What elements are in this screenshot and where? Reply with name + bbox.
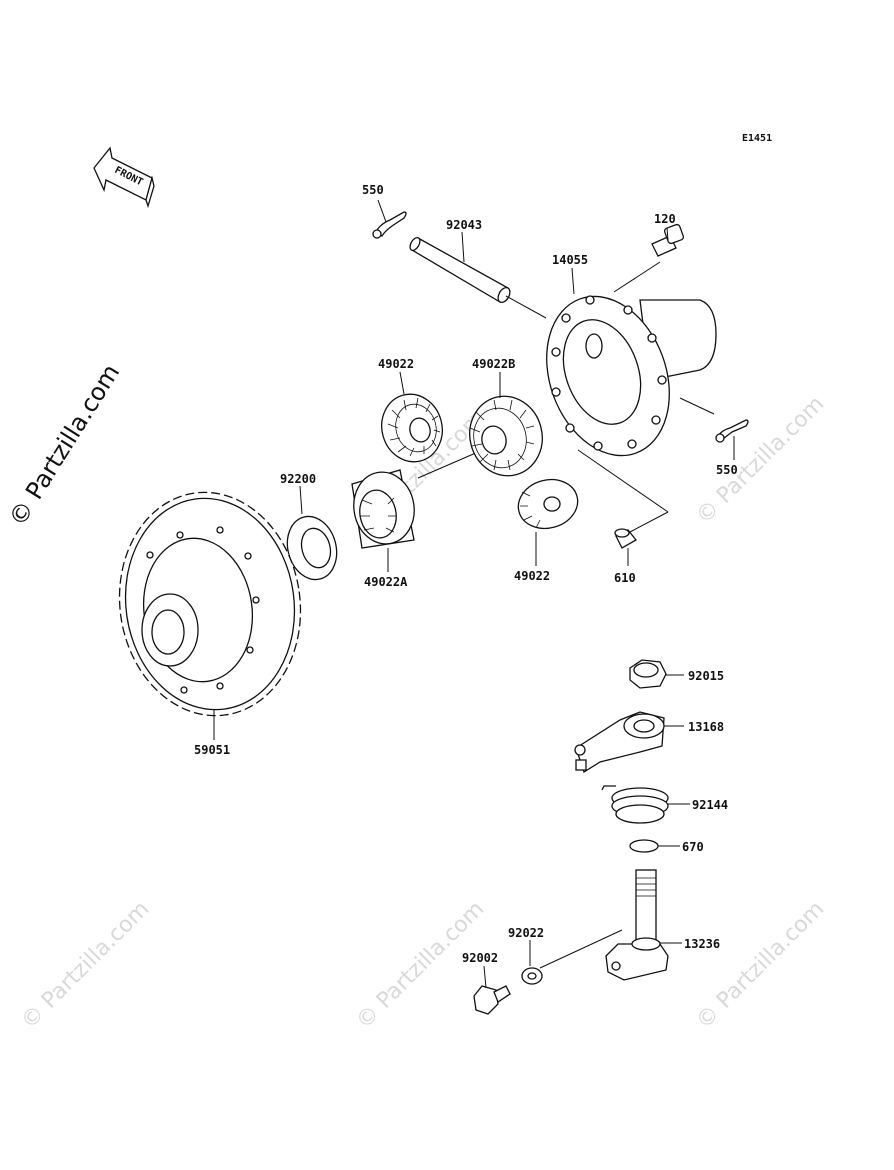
part-label-92144[interactable]: 92144 xyxy=(692,798,728,812)
ring-gear-icon xyxy=(118,491,302,717)
watermark: © Partzilla.com xyxy=(692,392,830,530)
cotter-pin-icon xyxy=(372,211,407,239)
circlip-icon xyxy=(629,839,659,853)
part-label-92200[interactable]: 92200 xyxy=(280,472,316,486)
part-label-13168[interactable]: 13168 xyxy=(688,720,724,734)
watermark: © Partzilla.com xyxy=(352,897,490,1035)
part-label-550-right[interactable]: 550 xyxy=(716,463,738,477)
bevel-gear-icon xyxy=(381,393,443,463)
pinion-shaft-icon xyxy=(409,236,511,304)
part-label-92015[interactable]: 92015 xyxy=(688,669,724,683)
part-label-49022B[interactable]: 49022B xyxy=(472,357,515,371)
part-label-92043[interactable]: 92043 xyxy=(446,218,482,232)
part-label-59051[interactable]: 59051 xyxy=(194,743,230,757)
part-label-49022-bottom[interactable]: 49022 xyxy=(514,569,550,583)
part-label-14055[interactable]: 14055 xyxy=(552,253,588,267)
thrust-washer-icon xyxy=(286,515,338,581)
part-labels: 550 92043 120 14055 49022 49022B 550 922… xyxy=(194,183,738,965)
part-label-49022-top[interactable]: 49022 xyxy=(378,357,414,371)
part-label-13236[interactable]: 13236 xyxy=(684,937,720,951)
shift-shaft-icon xyxy=(605,869,669,981)
torsion-spring-icon xyxy=(601,785,669,824)
differential-case-icon xyxy=(546,295,717,457)
watermark: © Partzilla.com xyxy=(692,897,830,1035)
part-label-92022[interactable]: 92022 xyxy=(508,926,544,940)
bolt-icon xyxy=(651,223,685,257)
part-label-120[interactable]: 120 xyxy=(654,212,676,226)
site-watermark: © Partzilla.com xyxy=(3,359,125,531)
cotter-pin-icon xyxy=(715,419,749,443)
diagram-code: E1451 xyxy=(742,133,772,144)
washer-icon xyxy=(521,967,543,985)
shift-lever-icon xyxy=(574,711,665,773)
bolt-icon xyxy=(473,985,511,1015)
part-label-92002[interactable]: 92002 xyxy=(462,951,498,965)
watermark: © Partzilla.com xyxy=(17,897,155,1035)
part-label-49022A[interactable]: 49022A xyxy=(364,575,408,589)
part-label-610[interactable]: 610 xyxy=(614,571,636,585)
side-gear-icon xyxy=(351,469,415,549)
part-label-670[interactable]: 670 xyxy=(682,840,704,854)
front-arrow-icon: FRONT xyxy=(93,146,155,209)
dowel-pin-icon xyxy=(614,528,637,549)
nut-icon xyxy=(629,659,667,689)
part-label-550[interactable]: 550 xyxy=(362,183,384,197)
bevel-gear-icon xyxy=(517,478,579,530)
bevel-gear-icon xyxy=(469,395,543,477)
